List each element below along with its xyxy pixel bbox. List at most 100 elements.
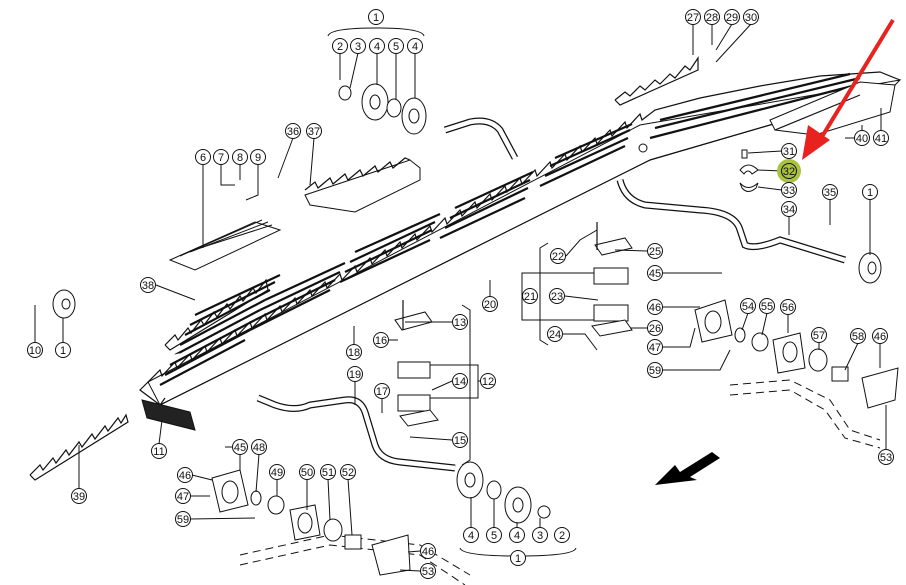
part-callout-33[interactable]: 33 bbox=[781, 182, 797, 198]
part-callout-2[interactable]: 2 bbox=[332, 38, 348, 54]
serrated-strip-27 bbox=[614, 56, 699, 106]
part-callout-57[interactable]: 57 bbox=[811, 327, 827, 343]
part-callout-40[interactable]: 40 bbox=[854, 130, 870, 146]
part-number: 20 bbox=[484, 299, 496, 311]
part-callout-50[interactable]: 50 bbox=[299, 464, 315, 480]
part-callout-1[interactable]: 1 bbox=[55, 342, 71, 358]
part-callout-25[interactable]: 25 bbox=[647, 243, 663, 259]
part-callout-4[interactable]: 4 bbox=[509, 527, 525, 543]
cover-plate bbox=[168, 219, 282, 271]
part-callout-48[interactable]: 48 bbox=[251, 439, 267, 455]
part-callout-53[interactable]: 53 bbox=[420, 563, 436, 579]
part-callout-18[interactable]: 18 bbox=[346, 344, 362, 360]
part-callout-54[interactable]: 54 bbox=[740, 298, 756, 314]
part-callout-49[interactable]: 49 bbox=[269, 464, 285, 480]
part-number: 2 bbox=[337, 41, 343, 53]
callout-circle bbox=[510, 550, 526, 566]
part-callout-59[interactable]: 59 bbox=[647, 362, 663, 378]
part-callout-8[interactable]: 8 bbox=[232, 149, 248, 165]
part-number: 39 bbox=[73, 491, 85, 503]
part-number: 47 bbox=[649, 342, 661, 354]
callout-circle bbox=[373, 332, 389, 348]
part-callout-12[interactable]: 12 bbox=[480, 373, 496, 389]
part-callout-34[interactable]: 34 bbox=[781, 201, 797, 217]
callout-circle bbox=[250, 149, 266, 165]
part-number: 29 bbox=[726, 12, 738, 24]
part-callout-5[interactable]: 5 bbox=[486, 527, 502, 543]
part-callout-23[interactable]: 23 bbox=[549, 288, 565, 304]
part-callout-10[interactable]: 10 bbox=[27, 342, 43, 358]
part-callout-35[interactable]: 35 bbox=[822, 184, 838, 200]
part-callout-24[interactable]: 24 bbox=[547, 326, 563, 342]
part-callout-39[interactable]: 39 bbox=[71, 488, 87, 504]
part-callout-45[interactable]: 45 bbox=[232, 439, 248, 455]
part-callout-16[interactable]: 16 bbox=[373, 332, 389, 348]
part-callout-30[interactable]: 30 bbox=[743, 9, 759, 25]
part-callout-4[interactable]: 4 bbox=[369, 38, 385, 54]
part-callout-13[interactable]: 13 bbox=[452, 314, 468, 330]
part-number: 54 bbox=[742, 301, 754, 313]
part-callout-53[interactable]: 53 bbox=[878, 449, 894, 465]
part-callout-59[interactable]: 59 bbox=[175, 511, 191, 527]
crankshaft-ghost bbox=[239, 379, 881, 585]
part-callout-27[interactable]: 27 bbox=[685, 9, 701, 25]
part-callout-21[interactable]: 21 bbox=[522, 288, 538, 304]
part-callout-26[interactable]: 26 bbox=[647, 320, 663, 336]
part-callout-4[interactable]: 4 bbox=[463, 527, 479, 543]
part-callout-9[interactable]: 9 bbox=[250, 149, 266, 165]
highlight-marker bbox=[777, 159, 801, 183]
part-callout-52[interactable]: 52 bbox=[340, 464, 356, 480]
callout-circle bbox=[862, 184, 878, 200]
part-callout-1[interactable]: 1 bbox=[862, 184, 878, 200]
part-callout-7[interactable]: 7 bbox=[213, 149, 229, 165]
part-callout-4[interactable]: 4 bbox=[407, 38, 423, 54]
callout-circle bbox=[350, 38, 366, 54]
part-callout-58[interactable]: 58 bbox=[850, 328, 866, 344]
red-pointer-arrow-icon bbox=[802, 18, 895, 160]
part-callout-20[interactable]: 20 bbox=[482, 296, 498, 312]
part-callout-45[interactable]: 45 bbox=[647, 265, 663, 281]
part-callout-1[interactable]: 1 bbox=[368, 9, 384, 25]
part-callout-36[interactable]: 36 bbox=[285, 123, 301, 139]
part-number: 33 bbox=[783, 185, 795, 197]
part-callout-51[interactable]: 51 bbox=[320, 464, 336, 480]
part-callout-38[interactable]: 38 bbox=[140, 277, 156, 293]
part-callout-11[interactable]: 11 bbox=[151, 443, 167, 459]
part-callout-56[interactable]: 56 bbox=[780, 299, 796, 315]
perforated-strip-11 bbox=[141, 399, 196, 431]
callout-circle bbox=[320, 464, 336, 480]
part-callout-17[interactable]: 17 bbox=[374, 383, 390, 399]
part-callout-28[interactable]: 28 bbox=[704, 9, 720, 25]
part-callout-3[interactable]: 3 bbox=[532, 527, 548, 543]
part-callout-46[interactable]: 46 bbox=[177, 467, 193, 483]
part-callout-47[interactable]: 47 bbox=[647, 339, 663, 355]
callout-circle bbox=[420, 543, 436, 559]
part-callout-46[interactable]: 46 bbox=[647, 299, 663, 315]
part-callout-46[interactable]: 46 bbox=[872, 328, 888, 344]
part-callout-19[interactable]: 19 bbox=[347, 366, 363, 382]
part-callout-6[interactable]: 6 bbox=[195, 149, 211, 165]
part-callout-47[interactable]: 47 bbox=[175, 488, 191, 504]
part-callout-3[interactable]: 3 bbox=[350, 38, 366, 54]
part-callout-22[interactable]: 22 bbox=[550, 248, 566, 264]
part-callout-1[interactable]: 1 bbox=[510, 550, 526, 566]
part-callout-14[interactable]: 14 bbox=[452, 373, 468, 389]
callout-circle bbox=[781, 163, 797, 179]
callout-circle bbox=[175, 511, 191, 527]
part-callout-29[interactable]: 29 bbox=[724, 9, 740, 25]
part-callout-2[interactable]: 2 bbox=[554, 527, 570, 543]
part-number: 18 bbox=[348, 347, 360, 359]
callout-circle bbox=[647, 339, 663, 355]
part-number: 8 bbox=[237, 152, 243, 164]
part-callout-15[interactable]: 15 bbox=[452, 432, 468, 448]
part-callout-55[interactable]: 55 bbox=[759, 298, 775, 314]
part-callout-5[interactable]: 5 bbox=[388, 38, 404, 54]
part-callout-31[interactable]: 31 bbox=[781, 143, 797, 159]
part-callout-41[interactable]: 41 bbox=[873, 130, 889, 146]
callout-circle bbox=[685, 9, 701, 25]
part-callout-32[interactable]: 32 bbox=[777, 159, 801, 183]
part-callout-37[interactable]: 37 bbox=[306, 123, 322, 139]
part-number: 4 bbox=[374, 41, 380, 53]
part-callout-46[interactable]: 46 bbox=[420, 543, 436, 559]
